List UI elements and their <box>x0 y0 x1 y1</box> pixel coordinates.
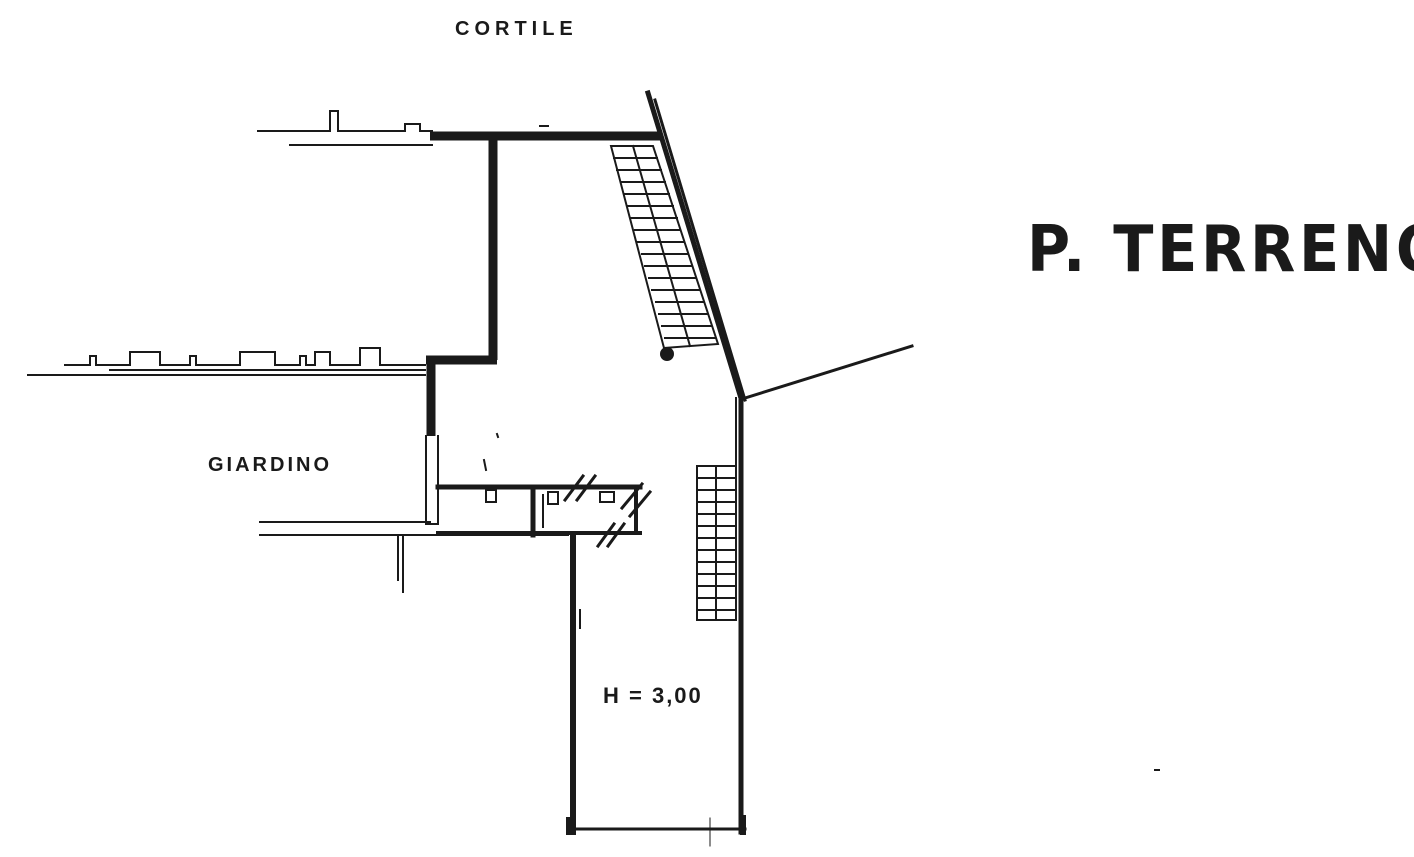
neighbor-wall-middle <box>27 347 426 376</box>
garden-label: GIARDINO <box>208 454 332 476</box>
floor-title: P. TERRENO <box>1027 213 1414 287</box>
bottom-wall <box>566 815 747 847</box>
opening-hatches <box>562 473 653 549</box>
stair-post-marker <box>660 347 674 361</box>
slanted-wall <box>644 89 914 402</box>
stray-marks <box>482 125 1160 771</box>
courtyard-label: CORTILE <box>455 18 578 40</box>
left-wall <box>570 532 581 835</box>
upper-staircase <box>609 144 720 350</box>
lower-staircase <box>696 465 737 621</box>
entrance-passage <box>425 435 439 525</box>
ceiling-height-label: H = 3,00 <box>603 683 703 708</box>
neighbor-wall-top <box>257 110 433 146</box>
exterior-walls <box>426 131 660 436</box>
